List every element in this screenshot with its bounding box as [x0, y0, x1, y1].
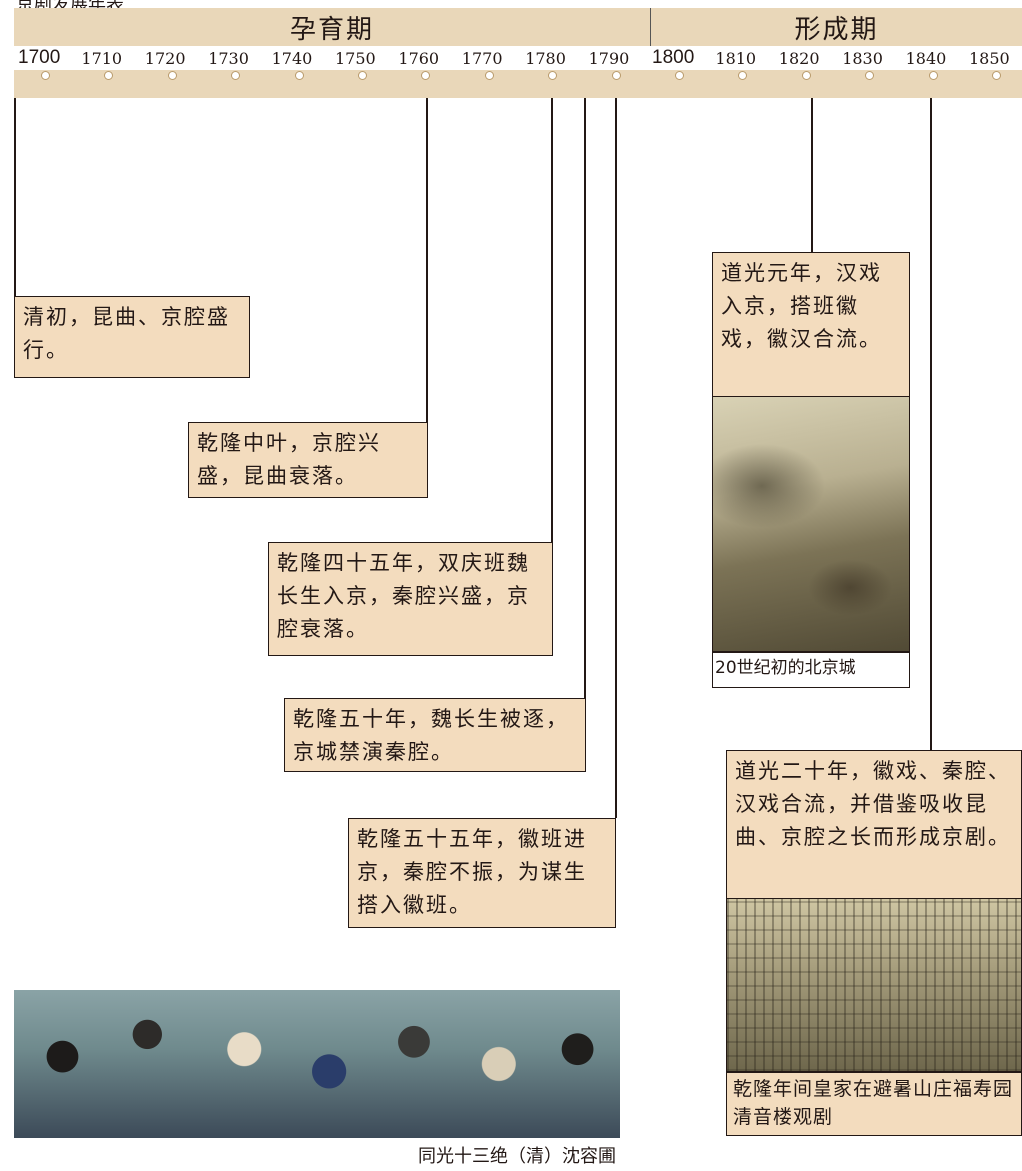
timeline-dot-1740 — [294, 71, 304, 80]
connector-1790 — [615, 98, 617, 818]
event-text: 乾隆中叶，京腔兴盛，昆曲衰落。 — [197, 431, 381, 488]
connector-1785 — [584, 98, 586, 698]
era-xingcheng: 形成期 — [650, 8, 1022, 46]
year-label-1800: 1800 — [652, 47, 695, 68]
timeline-dot-1850 — [992, 71, 1001, 80]
year-label-1830: 1830 — [842, 49, 883, 68]
connector-1840 — [930, 98, 932, 750]
timeline-dot-1810 — [738, 71, 748, 80]
year-label-1850: 1850 — [969, 49, 1010, 68]
connector-1780 — [551, 98, 553, 542]
connector-1820 — [811, 98, 813, 252]
timeline-dot-1830 — [865, 71, 875, 80]
year-label-1730: 1730 — [208, 49, 249, 68]
event-box-qingchu: 清初，昆曲、京腔盛行。 — [14, 296, 250, 378]
year-label-1700: 1700 — [18, 47, 61, 68]
year-label-1780: 1780 — [525, 49, 566, 68]
event-box-qianlong-50: 乾隆五十年，魏长生被逐，京城禁演秦腔。 — [284, 698, 586, 772]
connector-1700 — [14, 98, 16, 296]
year-label-1820: 1820 — [778, 49, 820, 68]
beijing-city-photo — [712, 396, 910, 652]
beijing-city-caption: 20世纪初的北京城 — [712, 652, 910, 688]
year-label-1760: 1760 — [398, 49, 440, 68]
event-box-qianlong-55: 乾隆五十五年，徽班进京，秦腔不振，为谋生搭入徽班。 — [348, 818, 616, 928]
event-text: 乾隆五十年，魏长生被逐，京城禁演秦腔。 — [293, 707, 569, 764]
timeline-dot-1770 — [484, 71, 494, 80]
year-label-1810: 1810 — [715, 49, 757, 68]
year-label-1790: 1790 — [588, 49, 630, 68]
year-label-1770: 1770 — [461, 49, 503, 68]
event-box-qianlong-zhongye: 乾隆中叶，京腔兴盛，昆曲衰落。 — [188, 422, 428, 498]
timeline-dot-1820 — [801, 71, 811, 80]
tongguang-caption: 同光十三绝（清）沈容圃 — [418, 1146, 616, 1167]
timeline-dot-1760 — [421, 71, 431, 80]
timeline-dot-1750 — [358, 71, 367, 80]
year-label-1720: 1720 — [144, 49, 186, 68]
event-text: 乾隆五十五年，徽班进京，秦腔不振，为谋生搭入徽班。 — [357, 827, 587, 917]
year-label-1840: 1840 — [905, 49, 947, 68]
year-label-1740: 1740 — [271, 49, 313, 68]
timeline-dot-1720 — [167, 71, 177, 80]
timeline-dot-1700 — [41, 71, 50, 80]
event-box-qianlong-45: 乾隆四十五年，双庆班魏长生入京，秦腔兴盛，京腔衰落。 — [268, 542, 553, 656]
timeline-dot-1800 — [675, 71, 684, 80]
event-box-daoguang-1: 道光元年，汉戏入京，搭班徽戏，徽汉合流。 — [712, 252, 910, 398]
event-box-daoguang-20: 道光二十年，徽戏、秦腔、汉戏合流，并借鉴吸收昆曲、京腔之长而形成京剧。 — [726, 750, 1022, 900]
timeline-dot-1730 — [231, 71, 241, 80]
year-label-1710: 1710 — [81, 49, 123, 68]
event-text: 道光元年，汉戏入京，搭班徽戏，徽汉合流。 — [721, 261, 882, 351]
connector-1760 — [426, 98, 428, 422]
timeline-dot-1790 — [611, 71, 621, 80]
timeline-dot-1840 — [928, 71, 938, 80]
event-text: 乾隆四十五年，双庆班魏长生入京，秦腔兴盛，京腔衰落。 — [277, 551, 530, 641]
timeline-track — [14, 70, 1022, 98]
year-label-1750: 1750 — [335, 49, 376, 68]
qingyin-tower-photo — [726, 898, 1022, 1072]
era-yunyu: 孕育期 — [14, 8, 650, 46]
event-text: 清初，昆曲、京腔盛行。 — [23, 305, 230, 362]
timeline-dot-1780 — [548, 71, 558, 80]
event-text: 道光二十年，徽戏、秦腔、汉戏合流，并借鉴吸收昆曲、京腔之长而形成京剧。 — [735, 759, 1011, 849]
tongguang-painting — [14, 990, 620, 1138]
timeline-dot-1710 — [104, 71, 114, 80]
qingyin-tower-caption: 乾隆年间皇家在避暑山庄福寿园清音楼观剧 — [726, 1072, 1022, 1136]
